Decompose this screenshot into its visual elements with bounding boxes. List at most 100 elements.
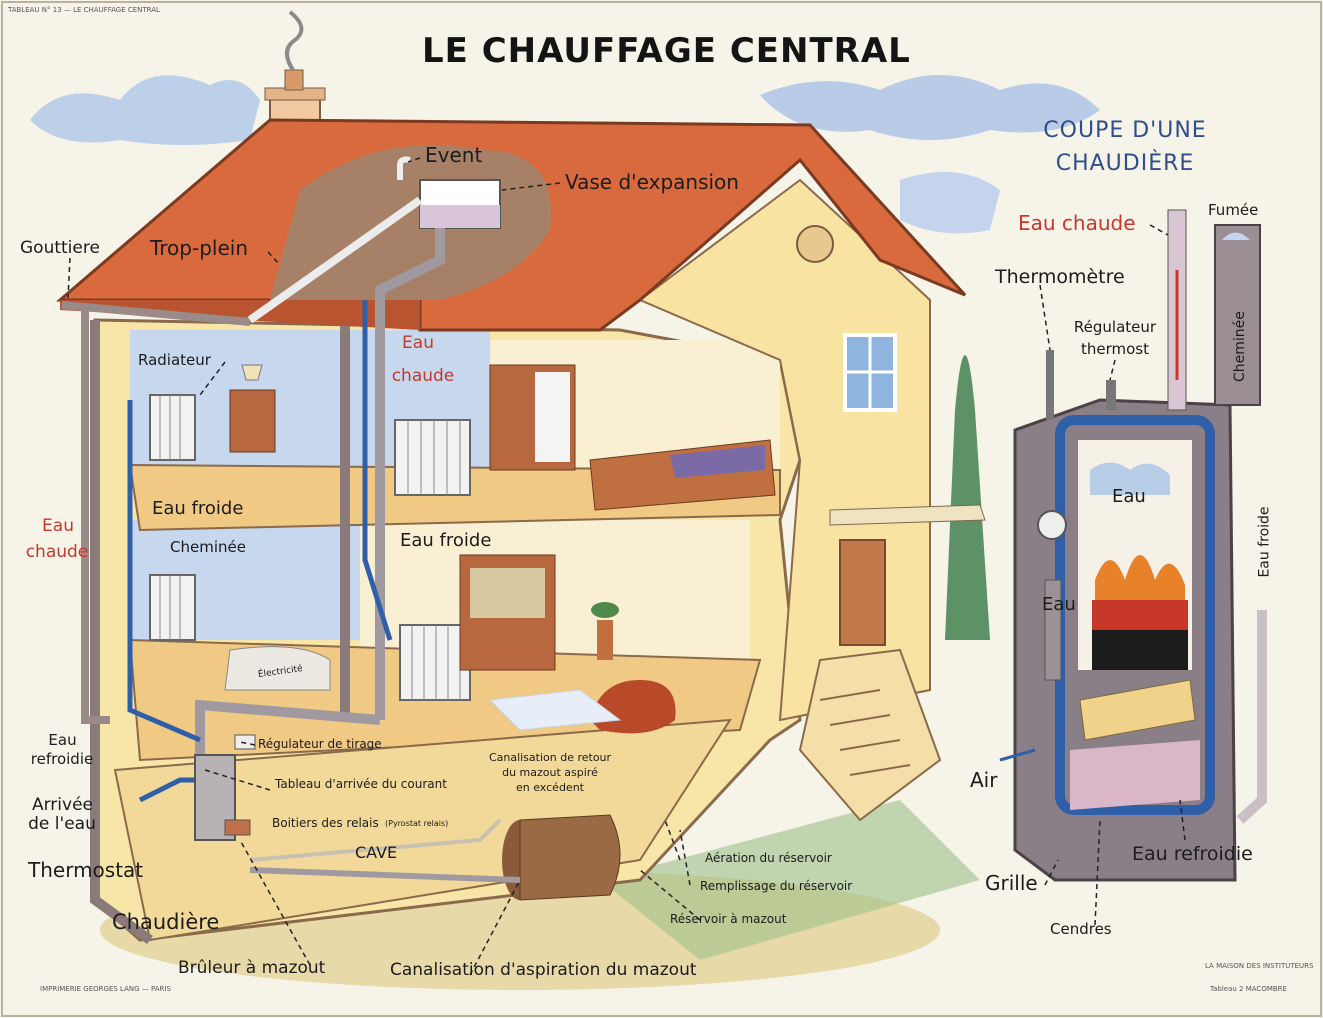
- label-tableau-arrivee: Tableau d'arrivée du courant: [275, 777, 447, 791]
- oculus-window: [796, 225, 834, 263]
- label-pyrostat: (Pyrostat relais): [385, 819, 449, 828]
- coal: [1092, 630, 1188, 670]
- cloud: [760, 75, 1100, 140]
- footer-editor-line1: LA MAISON DES INSTITUTEURS: [1205, 962, 1314, 970]
- label-eau-chaude-left-l1: Eau: [42, 516, 74, 536]
- boiler-label-cendres: Cendres: [1050, 920, 1112, 938]
- boiler-label-grille: Grille: [985, 871, 1038, 895]
- label-remplissage: Remplissage du réservoir: [700, 879, 853, 893]
- label-reservoir: Réservoir à mazout: [670, 912, 787, 926]
- label-eau-refroidie-l2: refroidie: [30, 750, 94, 768]
- oil-burner: [224, 819, 251, 836]
- label-boitiers-relais: Boitiers des relais: [272, 816, 379, 830]
- return-pipe: [249, 818, 502, 862]
- label-canal-retour-l2: du mazout aspiré: [502, 766, 598, 779]
- smoke-cloud: [1090, 462, 1170, 495]
- cloud: [900, 172, 1000, 234]
- overflow-pipe: [247, 196, 423, 324]
- boiler-label-regulateur-l1: Régulateur: [1073, 318, 1157, 336]
- boiler-label-eau-chaude: Eau chaude: [1018, 211, 1136, 235]
- chimney-pot: [284, 69, 304, 91]
- label-eau-froide-2: Eau froide: [400, 530, 492, 551]
- label-arrivee-eau-l1: Arrivée: [31, 795, 93, 815]
- label-radiateur: Radiateur: [138, 351, 211, 369]
- bedspread: [670, 445, 765, 478]
- ash-pan: [1070, 740, 1200, 810]
- tree: [945, 355, 990, 640]
- boiler-section: [1013, 398, 1237, 882]
- radiator-upper-left: [149, 394, 196, 461]
- boiler-label-eau-top: Eau: [1112, 486, 1146, 507]
- label-arrivee-eau-l2: de l'eau: [28, 814, 96, 834]
- flue-smoke: [1222, 232, 1250, 240]
- expansion-tank-water: [420, 205, 500, 228]
- downpipe: [81, 310, 110, 724]
- label-event: Event: [425, 143, 483, 167]
- label-canal-retour-l3: en excédent: [516, 781, 584, 794]
- suction-pipe: [249, 867, 521, 883]
- rug: [488, 689, 622, 731]
- label-eau-refroidie-l1: Eau: [48, 731, 77, 749]
- radiator-lower-right: [399, 624, 471, 701]
- thermostat-regulator: [1106, 380, 1116, 410]
- boiler-label-eau-froide: Eau froide: [1256, 506, 1273, 578]
- gutter: [61, 301, 251, 326]
- radiator-upper-right: [394, 419, 471, 496]
- coupe-title-line2: CHAUDIÈRE: [1055, 151, 1195, 176]
- radiator-lower-left: [149, 574, 196, 641]
- boiler-label-air: Air: [970, 768, 998, 792]
- wardrobe-mirror: [535, 372, 570, 462]
- cold-pipe: [362, 300, 393, 641]
- thermometer: [1046, 350, 1054, 420]
- door: [1044, 579, 1062, 681]
- cloud: [30, 75, 260, 145]
- roof-edge: [60, 300, 420, 330]
- stairs: [798, 648, 942, 822]
- label-regulateur-tirage: Régulateur de tirage: [258, 737, 382, 751]
- label-cave: CAVE: [355, 843, 398, 862]
- electric-panel: [224, 646, 331, 691]
- boiler-label-fumee: Fumée: [1208, 201, 1259, 219]
- flames: [1095, 555, 1185, 600]
- smoke: [285, 10, 304, 72]
- draft-regulator: [234, 734, 256, 750]
- cold-pipe-left: [127, 400, 201, 743]
- footer-imprimerie: IMPRIMERIE GEORGES LANG — PARIS: [40, 985, 171, 993]
- label-eau-chaude-l2: chaude: [391, 366, 455, 386]
- lamp: [241, 364, 263, 381]
- grass: [600, 800, 980, 960]
- cut-wall: [90, 320, 153, 945]
- cellar: [113, 718, 732, 942]
- burning-coal: [1092, 600, 1188, 630]
- boiler-label-regulateur-l2: thermost: [1080, 340, 1149, 358]
- label-vase-expansion: Vase d'expansion: [565, 170, 739, 194]
- leader-lines: [67, 157, 1186, 976]
- cold-return-pipe: [1236, 610, 1267, 824]
- grate: [1079, 679, 1196, 741]
- damper: [1037, 510, 1067, 540]
- plant: [591, 602, 619, 618]
- label-eau-chaude-l1: Eau: [402, 333, 434, 353]
- porch-roof: [829, 504, 986, 526]
- bookshelf: [470, 568, 545, 618]
- label-bruleur: Brûleur à mazout: [178, 958, 326, 978]
- vent-pipe: [397, 156, 411, 180]
- oil-tank: [519, 814, 621, 901]
- label-chaudiere: Chaudière: [112, 910, 220, 934]
- dresser: [229, 389, 276, 453]
- label-eau-froide-1: Eau froide: [152, 498, 244, 519]
- footer-editor-line2: Tableau 2 MACOMBRE: [1210, 985, 1287, 993]
- label-canal-aspiration: Canalisation d'aspiration du mazout: [390, 960, 697, 980]
- label-thermostat: Thermostat: [28, 858, 144, 882]
- label-trop-plein: Trop-plein: [150, 236, 248, 260]
- boiler-label-thermometre: Thermomètre: [995, 266, 1125, 288]
- flue: [1214, 224, 1261, 406]
- header-tableau: TABLEAU N° 13 — LE CHAUFFAGE CENTRAL: [8, 6, 160, 14]
- air-arrow: [999, 748, 1036, 762]
- plant-stand: [597, 620, 613, 660]
- label-canal-retour-l1: Canalisation de retour: [488, 751, 612, 764]
- front-door: [839, 539, 886, 646]
- label-cheminee: Cheminée: [170, 538, 246, 556]
